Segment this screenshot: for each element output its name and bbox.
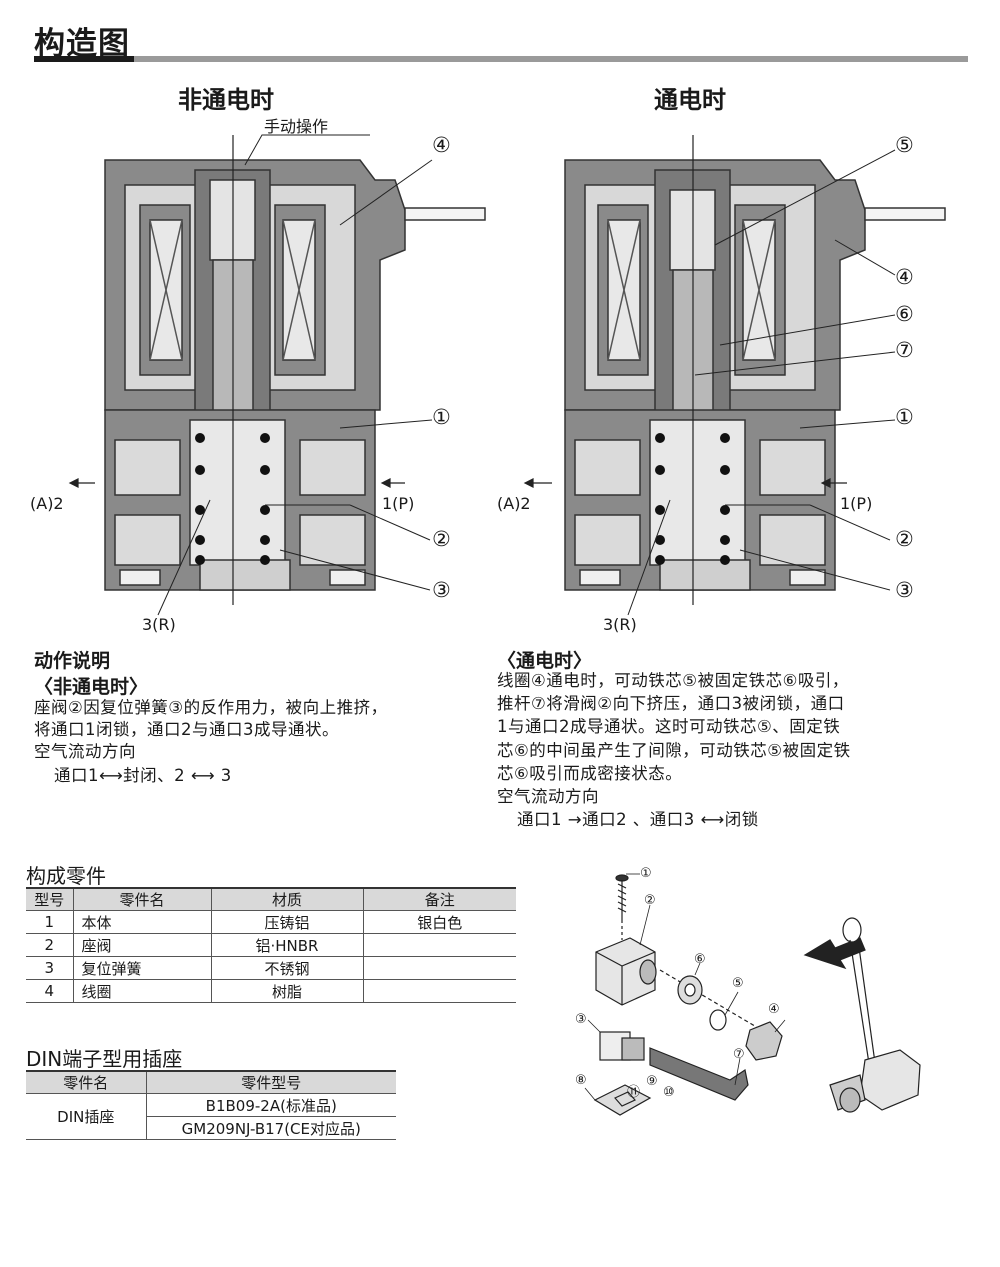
operation-right-line: 1与通口2成导通状。这时可动铁芯⑤、固定铁: [497, 717, 841, 736]
exploded-callout-11: ⑪: [627, 1085, 641, 1100]
table-cell: [362, 979, 516, 1003]
din-table-header-row: 零件名 零件型号: [26, 1070, 396, 1094]
din-table: 零件名 零件型号 DIN插座 B1B09-2A(标准品) GM209NJ-B17…: [26, 1070, 396, 1140]
port-arrows-left: [68, 478, 405, 488]
exploded-callout-8: ⑧: [575, 1073, 587, 1088]
operation-heading: 动作说明: [34, 650, 111, 672]
table-row: GM209NJ-B17(CE对应品): [26, 1116, 396, 1140]
port-a-right-label: (A)2: [497, 494, 531, 513]
callout-1-left: ①: [432, 405, 451, 429]
exploded-callout-2: ②: [644, 893, 656, 908]
exploded-callout-1: ①: [640, 866, 652, 881]
valve-diagram-energized: [523, 135, 946, 616]
exploded-callout-leaders: [584, 873, 786, 1101]
exploded-callout-10: ⑩: [663, 1085, 675, 1100]
exploded-callout-4: ④: [768, 1002, 780, 1017]
table-row: 1 本体 压铸铝 银白色: [26, 910, 516, 934]
operation-right-line: 推杆⑦将滑阀②向下挤压，通口3被闭锁，通口: [497, 694, 845, 713]
callout-2-left: ②: [432, 527, 451, 551]
valve-diagram-deenergized: [68, 134, 486, 616]
exploded-view-illustration: [584, 873, 921, 1116]
valve-body-left: [104, 159, 486, 591]
callout-2-right: ②: [895, 527, 914, 551]
operation-left-line: 空气流动方向: [34, 742, 136, 761]
table-cell: 3: [26, 956, 73, 980]
exploded-callout-7: ⑦: [733, 1047, 745, 1062]
table-cell: 1: [26, 910, 73, 934]
callout-4-right: ④: [895, 265, 914, 289]
parts-table-header-row: 型号 零件名 材质 备注: [26, 887, 516, 911]
table-cell: B1B09-2A(标准品): [145, 1093, 396, 1117]
table-cell: 2: [26, 933, 73, 957]
table-cell: 复位弹簧: [72, 956, 211, 980]
operation-left-subheading: 〈非通电时〉: [34, 676, 149, 698]
diagram-right-title: 通电时: [654, 86, 726, 114]
callout-7-right: ⑦: [895, 338, 914, 362]
header-cell: 材质: [210, 887, 363, 911]
callout-5-right: ⑤: [895, 133, 914, 157]
table-cell: 树脂: [210, 979, 363, 1003]
table-row: 3 复位弹簧 不锈钢: [26, 956, 516, 980]
operation-right-line: 通口1 →通口2 、通口3 ⟷闭锁: [517, 810, 759, 829]
callout-6-right: ⑥: [895, 302, 914, 326]
parts-table: 型号 零件名 材质 备注 1 本体 压铸铝 银白色 2 座阀 铝·HNBR 3 …: [26, 887, 516, 1003]
callout-3-right: ③: [895, 578, 914, 602]
table-row: 4 线圈 树脂: [26, 979, 516, 1003]
callout-leaders-left: [157, 134, 433, 616]
header-cell: 备注: [362, 887, 516, 911]
table-cell: [362, 933, 516, 957]
callout-4-left: ④: [432, 133, 451, 157]
seal-rings-right: [655, 433, 730, 565]
table-cell: 不锈钢: [210, 956, 363, 980]
operation-left-line: 座阀②因复位弹簧③的反作用力，被向上推挤，: [34, 698, 388, 717]
exploded-callout-9: ⑨: [646, 1074, 658, 1089]
operation-right-subheading: 〈通电时〉: [497, 650, 593, 672]
table-row: 2 座阀 铝·HNBR: [26, 933, 516, 957]
port-r-left-label: 3(R): [142, 615, 176, 634]
header-cell: 零件名: [26, 1070, 146, 1094]
title-underline-grey: [134, 56, 968, 62]
callout-3-left: ③: [432, 578, 451, 602]
exploded-callout-3: ③: [575, 1012, 587, 1027]
table-cell: 4: [26, 979, 73, 1003]
table-row: DIN插座 B1B09-2A(标准品): [26, 1093, 396, 1140]
operation-left-line: 将通口1闭锁，通口2与通口3成导通状。: [34, 720, 339, 739]
diagram-left-title: 非通电时: [178, 86, 274, 114]
operation-left-line: 通口1⟷封闭、2 ⟷ 3: [54, 766, 232, 785]
table-cell: 压铸铝: [210, 910, 363, 934]
table-cell: 银白色: [362, 910, 516, 934]
table-cell: DIN插座: [26, 1093, 146, 1140]
callout-leaders-right: [627, 149, 896, 616]
header-cell: 零件名: [72, 887, 211, 911]
table-cell: 座阀: [72, 933, 211, 957]
parts-table-title: 构成零件: [26, 864, 106, 888]
seal-rings-left: [195, 433, 270, 565]
exploded-callout-6: ⑥: [694, 952, 706, 967]
operation-right-line: 线圈④通电时，可动铁芯⑤被固定铁芯⑥吸引，: [497, 671, 849, 690]
valve-body-right: [564, 159, 946, 591]
operation-right-line: 芯⑥吸引而成密接状态。: [497, 764, 683, 783]
table-cell: GM209NJ-B17(CE对应品): [145, 1116, 396, 1140]
manual-operation-label: 手动操作: [264, 117, 329, 136]
title-underline-dark: [34, 56, 134, 62]
table-cell: 本体: [72, 910, 211, 934]
port-p-left-label: 1(P): [382, 494, 415, 513]
header-cell: 型号: [26, 887, 73, 911]
table-cell: 线圈: [72, 979, 211, 1003]
exploded-callout-5: ⑤: [732, 976, 744, 991]
port-arrows-right: [523, 478, 847, 488]
port-p-right-label: 1(P): [840, 494, 873, 513]
din-table-title: DIN端子型用插座: [26, 1047, 183, 1071]
port-a-left-label: (A)2: [30, 494, 64, 513]
operation-right-line: 空气流动方向: [497, 787, 599, 806]
table-cell: [362, 956, 516, 980]
table-cell: 铝·HNBR: [210, 933, 363, 957]
callout-1-right: ①: [895, 405, 914, 429]
header-cell: 零件型号: [145, 1070, 396, 1094]
port-r-right-label: 3(R): [603, 615, 637, 634]
operation-right-line: 芯⑥的中间虽产生了间隙，可动铁芯⑤被固定铁: [497, 741, 851, 760]
